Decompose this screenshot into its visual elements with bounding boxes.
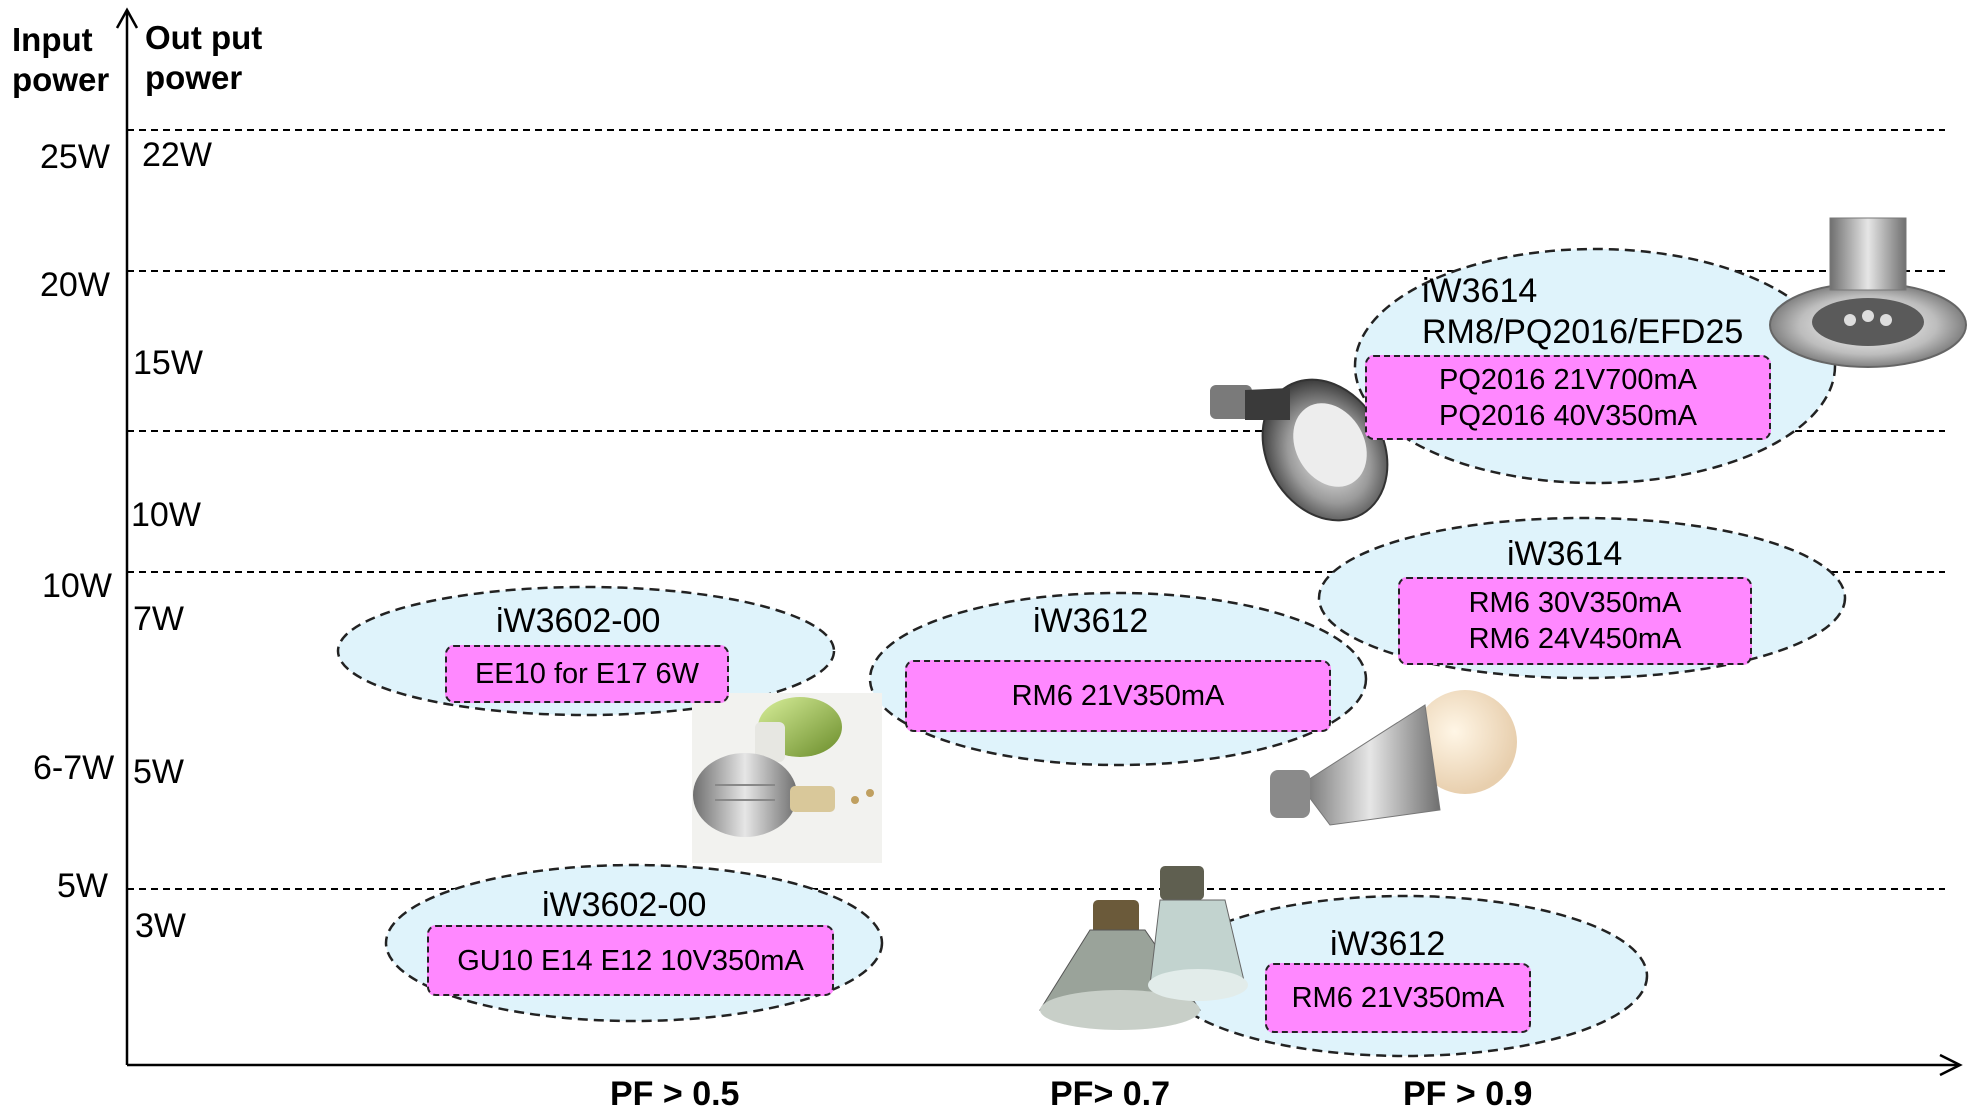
mr16-bulbs-image bbox=[692, 693, 882, 863]
output-label-7w: 7W bbox=[133, 600, 184, 638]
chip-title: iW3614 bbox=[1507, 535, 1623, 573]
output-label-3w: 3W bbox=[135, 907, 186, 945]
chip-title: iW3614 bbox=[1422, 272, 1538, 310]
globe-bulb-image bbox=[1270, 690, 1517, 826]
spec-line: RM6 21V350mA bbox=[1291, 982, 1505, 1014]
output-label-5w: 5W bbox=[133, 753, 184, 791]
pf-label-0-9: PF > 0.9 bbox=[1403, 1075, 1533, 1113]
input-label-25w: 25W bbox=[40, 138, 110, 176]
spec-box: RM6 21V350mA bbox=[1265, 963, 1531, 1033]
pf-label-0-7: PF> 0.7 bbox=[1050, 1075, 1171, 1113]
spec-line: RM6 24V450mA bbox=[1468, 623, 1682, 655]
spec-box: PQ2016 21V700mA PQ2016 40V350mA bbox=[1365, 355, 1771, 440]
par-lamp-image bbox=[1210, 378, 1389, 522]
spec-line: PQ2016 40V350mA bbox=[1439, 399, 1697, 432]
y-axis bbox=[115, 7, 139, 1065]
output-label-10w: 10W bbox=[131, 496, 201, 534]
spec-line: RM6 21V350mA bbox=[1011, 680, 1225, 712]
chip-subtitle: RM8/PQ2016/EFD25 bbox=[1422, 313, 1744, 351]
spec-line: PQ2016 21V700mA bbox=[1439, 363, 1697, 396]
spec-box: GU10 E14 E12 10V350mA bbox=[427, 925, 834, 996]
chip-title: iW3602-00 bbox=[496, 602, 661, 640]
downlight-image bbox=[1769, 217, 1967, 368]
spec-line: GU10 E14 E12 10V350mA bbox=[457, 944, 804, 977]
spec-line: RM6 30V350mA bbox=[1468, 587, 1682, 619]
chip-title: iW3602-00 bbox=[542, 886, 707, 924]
input-label-20w: 20W bbox=[40, 266, 110, 304]
chip-title: iW3612 bbox=[1330, 925, 1446, 963]
par-spot-pair-image bbox=[1039, 866, 1248, 1030]
input-label-10w: 10W bbox=[42, 567, 112, 605]
spec-box: RM6 21V350mA bbox=[905, 660, 1331, 732]
output-label-15w: 15W bbox=[133, 344, 203, 382]
chip-title: iW3612 bbox=[1033, 602, 1149, 640]
output-label-22w: 22W bbox=[142, 136, 212, 174]
spec-line: EE10 for E17 6W bbox=[474, 658, 700, 690]
spec-box: EE10 for E17 6W bbox=[445, 645, 729, 703]
level-lines bbox=[127, 129, 1945, 890]
input-label-5w: 5W bbox=[57, 867, 108, 905]
input-label-6-7w: 6-7W bbox=[33, 749, 115, 787]
x-axis bbox=[127, 1053, 1963, 1077]
spec-box: RM6 30V350mA RM6 24V450mA bbox=[1398, 577, 1752, 665]
pf-label-0-5: PF > 0.5 bbox=[610, 1075, 740, 1113]
